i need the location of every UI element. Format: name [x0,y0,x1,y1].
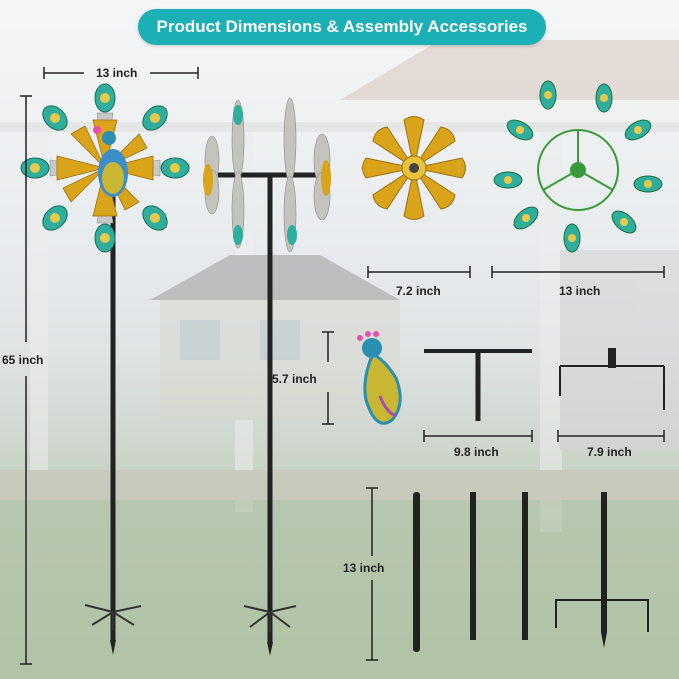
total-height-label: 65 inch [2,353,44,367]
dimension-lines [20,67,665,665]
ground-stake-legs [555,599,649,640]
flower-diameter-label: 7.2 inch [396,284,441,298]
pole-length-label: 13 inch [343,561,385,575]
title-banner: Product Dimensions & Assembly Accessorie… [138,9,546,45]
background-grass [0,500,679,679]
pole-parts [413,492,607,652]
t-bracket-part [424,349,532,421]
t-bracket-width-label: 9.8 inch [454,445,499,459]
peacock-height-label: 5.7 inch [272,372,317,386]
peacock-feather-wheel-part [493,80,663,253]
stake-bracket-width-label: 7.9 inch [587,445,632,459]
peacock-spinner-side-view [203,97,331,656]
stake-bracket-part [559,348,665,410]
peacock-wheel-diameter-label: 13 inch [559,284,601,298]
peacock-figure-part [357,331,402,425]
spinner-width-label: 13 inch [96,66,138,80]
flower-spinner-part [362,116,466,220]
peacock-spinner-assembled [20,83,190,655]
